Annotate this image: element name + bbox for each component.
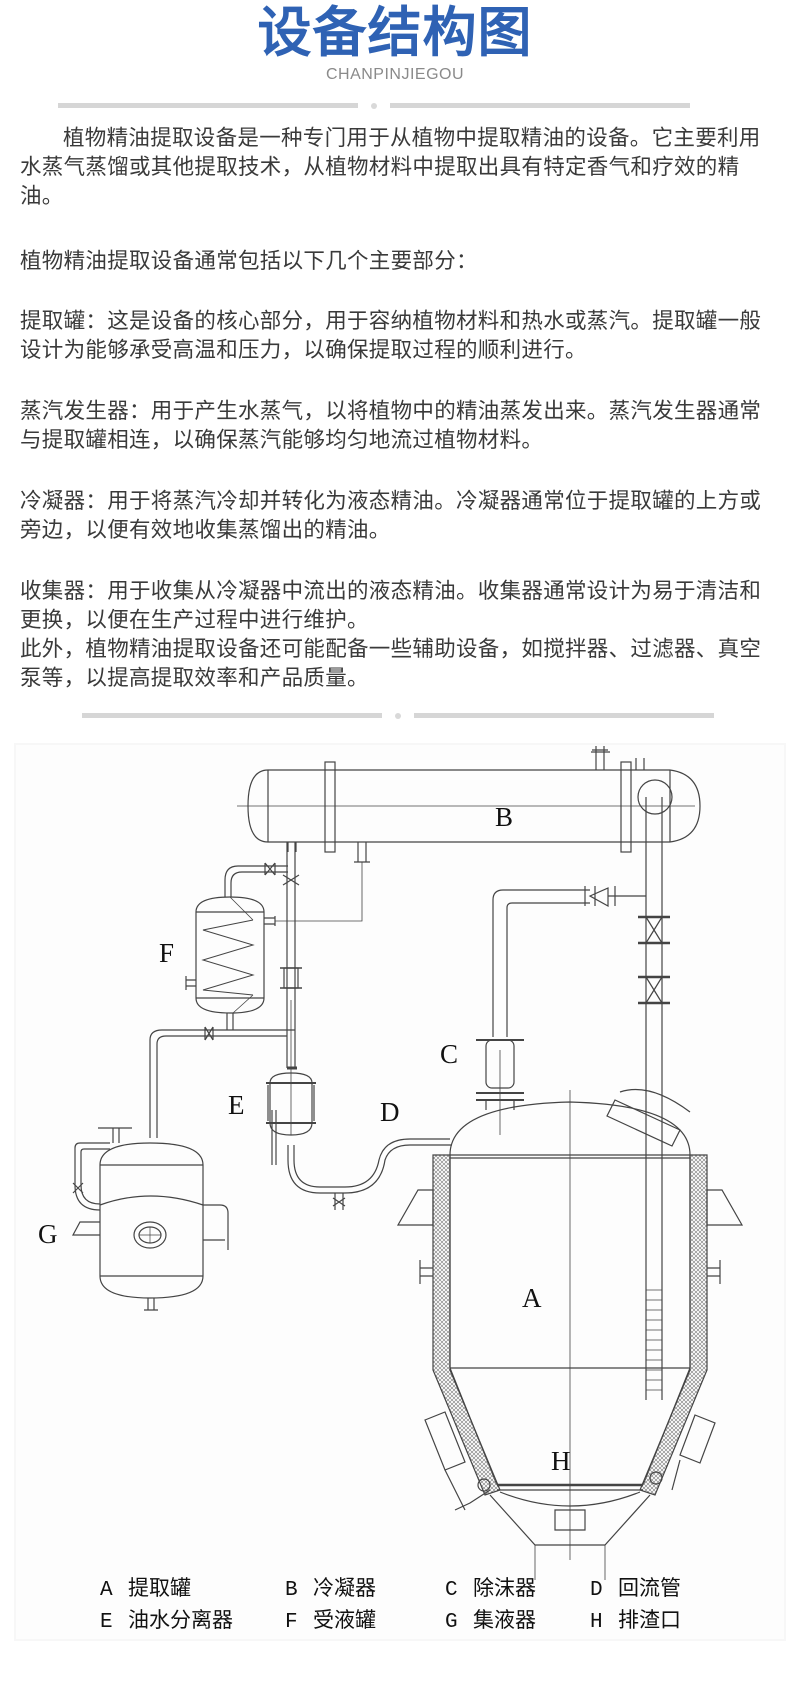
label-b: B — [495, 802, 513, 832]
label-f: F — [159, 938, 174, 968]
page-subtitle: CHANPINJIEGOU — [325, 66, 465, 83]
divider-bar-right — [414, 713, 714, 718]
paragraph-collector: 收集器：用于收集从冷凝器中流出的液态精油。收集器通常设计为易于清洁和更换，以便在… — [20, 579, 762, 633]
reflux-line — [492, 779, 673, 1400]
label-h: H — [551, 1446, 571, 1476]
paragraph-auxiliary: 此外，植物精油提取设备还可能配备一些辅助设备，如搅拌器、过滤器、真空泵等，以提高… — [20, 637, 762, 691]
paragraph-intro: 植物精油提取设备是一种专门用于从植物中提取精油的设备。它主要利用水蒸气蒸馏或其他… — [20, 126, 761, 209]
divider-dot — [395, 713, 401, 719]
divider-top — [58, 103, 692, 109]
demister-c — [476, 1039, 524, 1135]
divider-bar-left — [58, 103, 358, 108]
divider-dot — [371, 103, 377, 109]
label-g: G — [38, 1219, 58, 1249]
label-c: C — [440, 1039, 458, 1069]
divider-bottom — [82, 713, 716, 719]
condenser-b — [237, 746, 701, 863]
divider-bar-right — [390, 103, 690, 108]
reflux-pipe-d — [287, 1138, 452, 1210]
paragraph-components-intro: 植物精油提取设备通常包括以下几个主要部分： — [20, 249, 478, 274]
paragraph-extraction-tank: 提取罐：这是设备的核心部分，用于容纳植物材料和热水或蒸汽。提取罐一般设计为能够承… — [20, 309, 762, 363]
label-a: A — [522, 1283, 542, 1313]
divider-bar-left — [82, 713, 382, 718]
receiver-f — [149, 842, 363, 1138]
paragraph-steam-generator: 蒸汽发生器：用于产生水蒸气，以将植物中的精油蒸发出来。蒸汽发生器通常与提取罐相连… — [20, 399, 762, 453]
label-d: D — [380, 1097, 400, 1127]
separator-e — [266, 1000, 316, 1165]
collector-g — [71, 1127, 229, 1311]
label-e: E — [228, 1090, 245, 1120]
paragraph-condenser: 冷凝器：用于将蒸汽冷却并转化为液态精油。冷凝器通常位于提取罐的上方或旁边，以便有… — [20, 489, 762, 543]
page-title: 设备结构图 — [257, 1, 533, 64]
extraction-tank-a — [396, 1088, 744, 1580]
